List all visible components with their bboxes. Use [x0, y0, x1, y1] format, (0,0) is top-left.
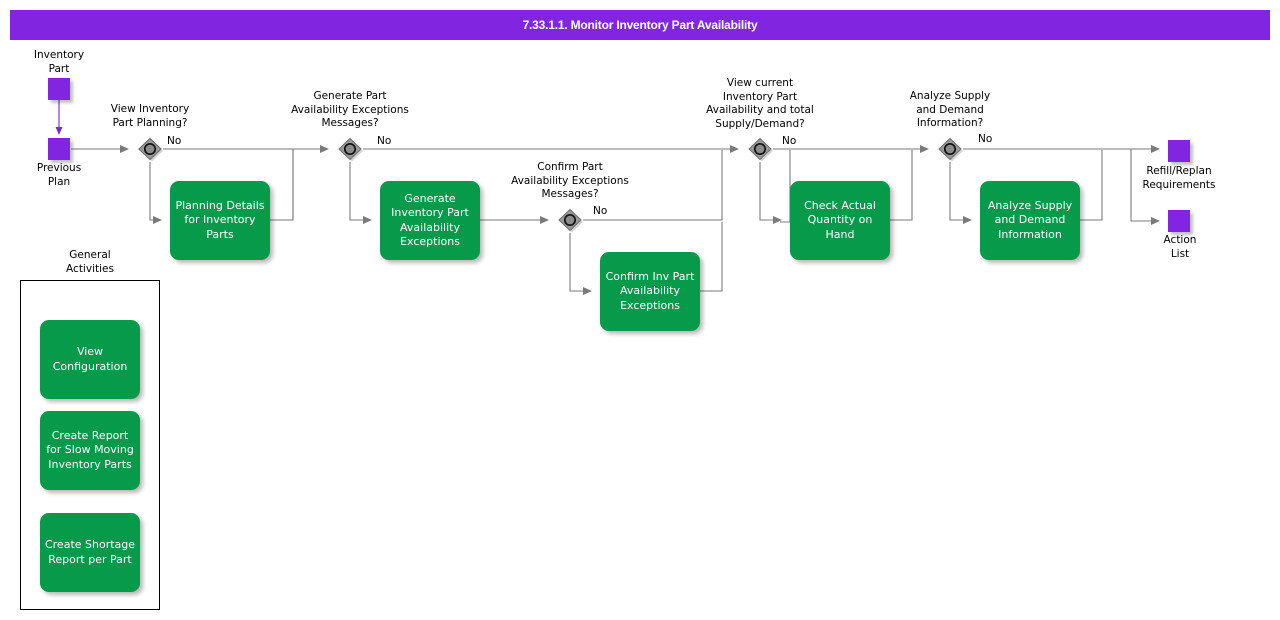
- gateway-analyze-supply-and-demand-information[interactable]: [937, 136, 963, 162]
- event-gateway-icon: [558, 208, 583, 233]
- object-previous-plan-label: Previous Plan: [36, 162, 82, 188]
- gateway-2-no-label: No: [377, 135, 392, 147]
- task-analyze-supply-and-demand-information[interactable]: Analyze Supply and Demand Information: [980, 181, 1080, 260]
- gateway-confirm-part-availability-exceptions[interactable]: [557, 207, 583, 233]
- page-title: 7.33.1.1. Monitor Inventory Part Availab…: [522, 18, 758, 32]
- gateway-1-no-label: No: [167, 135, 182, 147]
- gateway-4-no-label: No: [782, 135, 797, 147]
- task-planning-details-for-inventory-parts[interactable]: Planning Details for Inventory Parts: [170, 181, 270, 260]
- gateway-view-current-inventory-part-availability[interactable]: [747, 136, 773, 162]
- gateway-view-inventory-part-planning-label: View Inventory Part Planning?: [110, 103, 190, 129]
- object-action-list-label: Action List: [1163, 234, 1197, 260]
- task-view-configuration[interactable]: View Configuration: [40, 320, 140, 399]
- general-activities-container: [20, 280, 160, 610]
- task-confirm-inv-part-availability-exceptions[interactable]: Confirm Inv Part Availability Exceptions: [600, 252, 700, 331]
- diagram-title-bar: 7.33.1.1. Monitor Inventory Part Availab…: [10, 10, 1270, 40]
- object-inventory-part-label: Inventory Part: [33, 49, 85, 75]
- gateway-confirm-part-availability-exceptions-label: Confirm Part Availability Exceptions Mes…: [511, 161, 629, 200]
- object-previous-plan[interactable]: [48, 138, 70, 160]
- task-create-report-for-slow-moving-inventory-parts[interactable]: Create Report for Slow Moving Inventory …: [40, 411, 140, 490]
- event-gateway-icon: [748, 137, 773, 162]
- gateway-3-no-label: No: [593, 205, 608, 217]
- object-refill-replan-requirements-label: Refill/Replan Requirements: [1142, 165, 1216, 191]
- gateway-generate-part-availability-exceptions[interactable]: [337, 136, 363, 162]
- general-activities-title: General Activities: [66, 249, 114, 275]
- object-refill-replan-requirements[interactable]: [1168, 140, 1190, 162]
- gateway-view-current-inventory-part-availability-label: View current Inventory Part Availability…: [706, 77, 814, 130]
- object-inventory-part[interactable]: [48, 78, 70, 100]
- task-create-shortage-report-per-part[interactable]: Create Shortage Report per Part: [40, 513, 140, 592]
- gateway-analyze-supply-and-demand-information-label: Analyze Supply and Demand Information?: [909, 90, 991, 129]
- event-gateway-icon: [938, 137, 963, 162]
- object-action-list[interactable]: [1168, 210, 1190, 232]
- task-generate-inventory-part-availability-exceptions[interactable]: Generate Inventory Part Availability Exc…: [380, 181, 480, 260]
- gateway-generate-part-availability-exceptions-label: Generate Part Availability Exceptions Me…: [291, 90, 409, 129]
- gateway-view-inventory-part-planning[interactable]: [137, 136, 163, 162]
- gateway-5-no-label: No: [978, 133, 993, 145]
- event-gateway-icon: [338, 137, 363, 162]
- task-check-actual-quantity-on-hand[interactable]: Check Actual Quantity on Hand: [790, 181, 890, 260]
- event-gateway-icon: [138, 137, 163, 162]
